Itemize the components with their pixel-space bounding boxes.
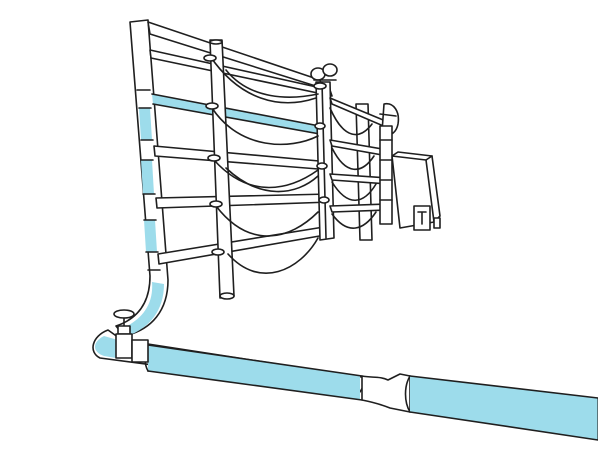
main-pipe <box>93 330 598 440</box>
pump-icon <box>380 104 440 230</box>
manifold-frame <box>148 22 388 299</box>
riser-pipe <box>116 20 168 338</box>
column-head <box>311 64 337 80</box>
